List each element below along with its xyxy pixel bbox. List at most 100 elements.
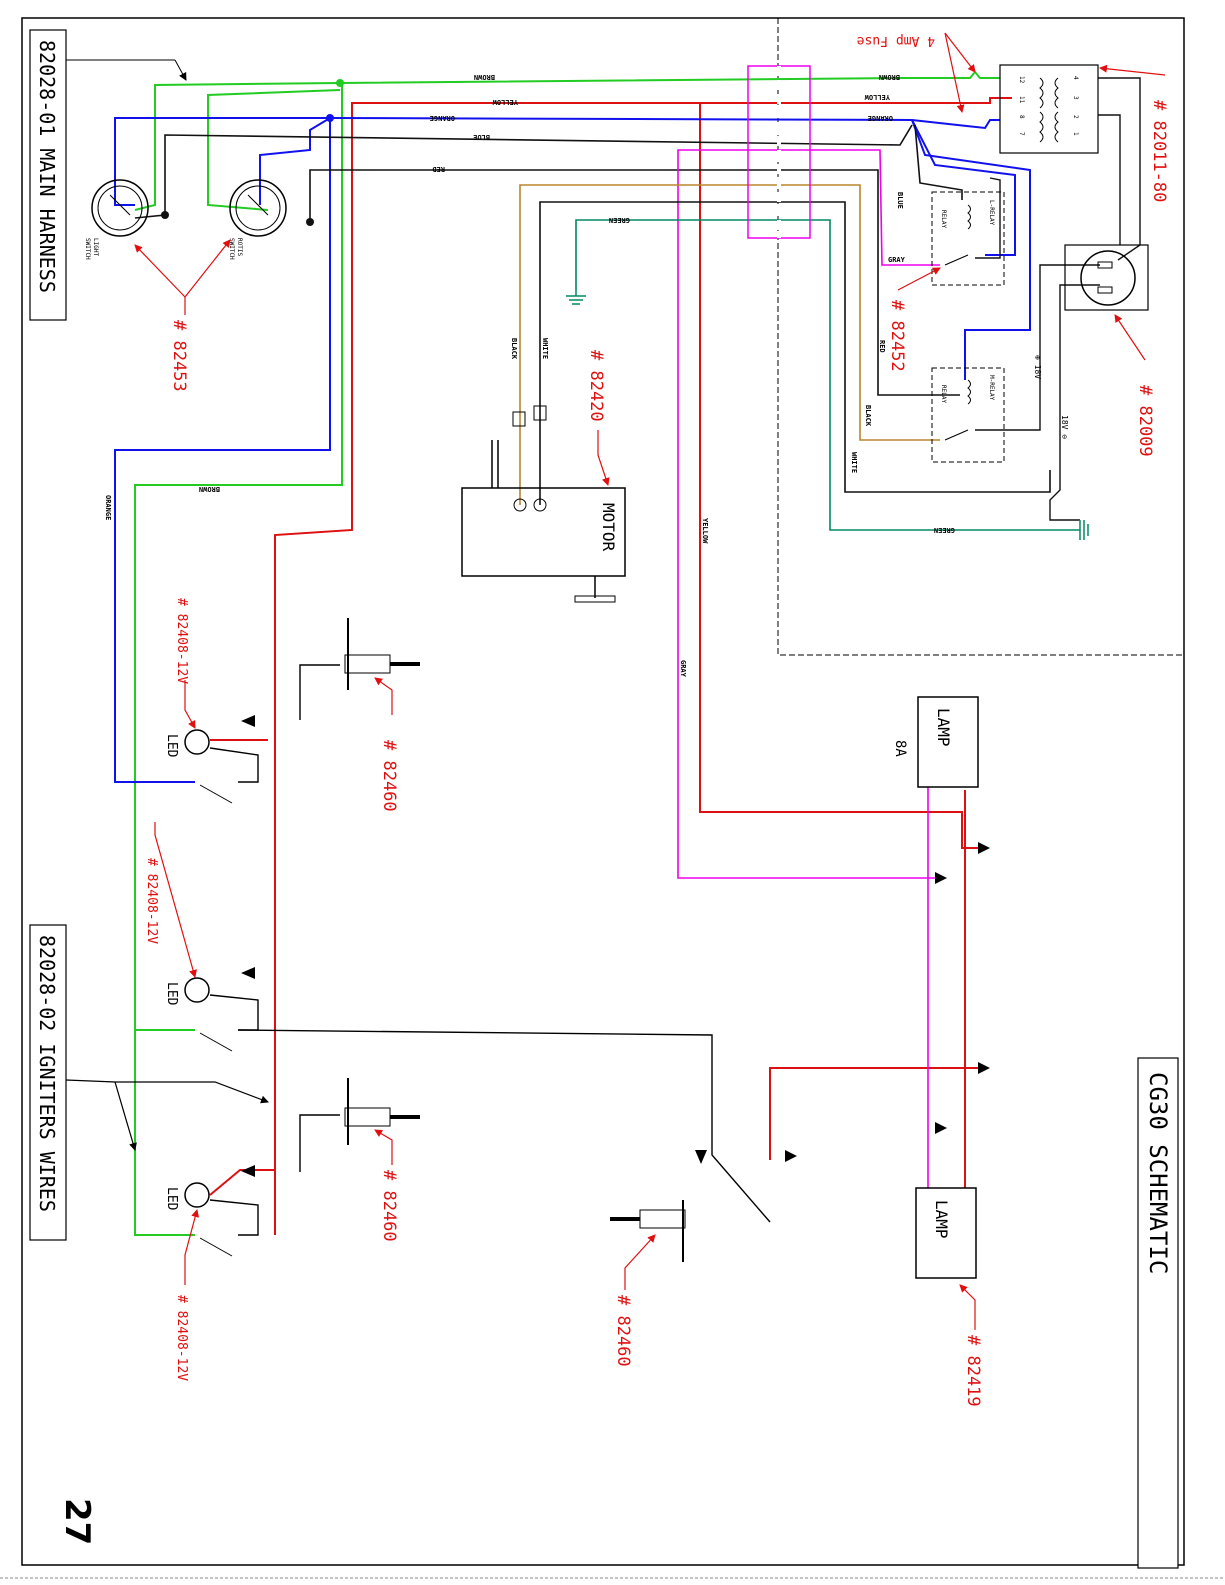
svg-text:RELAY: RELAY (940, 385, 947, 403)
igniters-title: 82028-02 IGNITERS WIRES (35, 935, 59, 1212)
transformer: 12 11 8 7 4 3 2 1 (999, 64, 1099, 154)
motor: MOTOR (461, 405, 626, 603)
label-yellow-2: YELLOW (701, 518, 709, 544)
l-relay: L-RELAY RELAY (931, 191, 1005, 286)
wire-brown (134, 70, 1000, 211)
wire-green-ground (575, 219, 1080, 531)
wire-yellow-lamp (699, 103, 978, 849)
svg-text:LIGHT: LIGHT (92, 238, 99, 256)
label-brown-3: BROWN (879, 73, 900, 81)
part-igniter-right: # 82460 (613, 1295, 633, 1367)
main-harness-title-box: 82028-01 MAIN HARNESS (29, 29, 67, 321)
svg-text:2: 2 (1072, 115, 1079, 119)
label-white-2: WHITE (850, 452, 858, 473)
svg-text:1: 1 (1072, 132, 1079, 136)
svg-text:LAMP: LAMP (934, 708, 953, 747)
receptacle (1064, 244, 1149, 311)
wire-red (309, 169, 960, 396)
label-brown-2: BROWN (199, 485, 220, 493)
lamp-connector-arrows (935, 842, 990, 1134)
label-yellow: YELLOW (492, 98, 518, 106)
wire-lamp-red-bottom (769, 1067, 978, 1160)
igniter-pointer-2 (374, 1129, 393, 1165)
fuse-pointer-2 (944, 32, 965, 113)
wire-orange (114, 117, 1000, 206)
wire-orange-relay2 (911, 119, 1016, 256)
label-yellow-3: YELLOW (864, 93, 890, 101)
junction-red (306, 218, 314, 226)
part-igniter-mid: # 82460 (379, 1170, 399, 1242)
wire-orange-rotis (259, 117, 331, 205)
ground-right (1079, 520, 1089, 540)
svg-text:8: 8 (1018, 115, 1025, 119)
led-wiring-1 (209, 747, 259, 783)
transformer-pointer (1099, 64, 1166, 76)
svg-text:11: 11 (1018, 96, 1025, 104)
junction-orange (326, 114, 334, 122)
wire-relay2-out (975, 264, 1100, 431)
ground-left (566, 290, 586, 305)
wire-motor-black (519, 184, 940, 505)
svg-text:7: 7 (1018, 132, 1025, 136)
wire-brown-down (134, 83, 343, 1236)
wire-receptacle-neutral (1049, 284, 1100, 521)
page-number: 27 (57, 1498, 97, 1545)
svg-text:3: 3 (1072, 96, 1079, 100)
igniter-wiring-2 (237, 1029, 771, 1223)
part-transformer: # 82011-80 (1149, 100, 1169, 202)
light-switch: LIGHT SWITCH (84, 179, 149, 260)
igniters-title-box: 82028-02 IGNITERS WIRES (29, 924, 67, 1241)
motor-pointer (597, 430, 610, 486)
label-gray: GRAY (679, 660, 687, 678)
svg-text:LED: LED (164, 982, 179, 1006)
svg-text:12: 12 (1018, 76, 1025, 84)
igniter-pointer-1 (374, 677, 393, 715)
igniter-wiring-3 (299, 1114, 340, 1172)
led-2: LED (164, 977, 233, 1052)
igniter-3 (610, 1200, 686, 1262)
wire-relay1-out (975, 177, 1001, 259)
label-orange-3: ORANGE (868, 114, 893, 122)
plus-18v: ⊕ 18V (1033, 355, 1042, 379)
minus-18v: 18V ⊖ (1060, 415, 1069, 439)
lamp-bottom: LAMP (915, 1187, 977, 1279)
label-green-2: GREEN (934, 526, 955, 534)
svg-text:SWITCH: SWITCH (228, 238, 235, 260)
label-red-2: RED (878, 340, 886, 353)
igniter-2 (344, 1078, 420, 1145)
svg-text:LED: LED (164, 734, 179, 758)
label-white: WHITE (541, 338, 549, 359)
rotis-switch: ROTIS SWITCH (228, 179, 287, 260)
igniter-pointer-3 (624, 1234, 656, 1290)
label-orange: ORANGE (430, 114, 455, 122)
led-wiring-3 (209, 1199, 259, 1236)
svg-text:M-RELAY: M-RELAY (988, 375, 995, 401)
wire-yellow-led3 (209, 1169, 275, 1196)
svg-text:4: 4 (1072, 76, 1079, 80)
page-border (21, 17, 1185, 1566)
svg-text:RELAY: RELAY (940, 210, 947, 228)
igniter-wiring-1 (299, 664, 340, 720)
label-blue-2: BLUE (896, 192, 904, 209)
led-wiring-2 (209, 994, 259, 1031)
led-pointer-2 (154, 822, 197, 978)
part-lamp: # 82419 (963, 1335, 983, 1407)
relay-pointer (897, 267, 941, 291)
label-black: BLACK (510, 338, 518, 360)
part-motor: # 82420 (586, 350, 606, 422)
schematic-title: CG30 SCHEMATIC (1144, 1072, 1172, 1274)
svg-text:L-RELAY: L-RELAY (988, 200, 995, 226)
switch-pointer-1 (134, 244, 186, 298)
part-switches: # 82453 (169, 320, 189, 392)
igniter-leader (65, 1079, 137, 1151)
wire-orange-relay1 (911, 119, 1031, 380)
wire-blue-relay (914, 124, 963, 200)
m-relay: M-RELAY RELAY (931, 367, 1005, 463)
switch-pointer-2 (184, 239, 231, 298)
part-relay: # 82452 (887, 300, 907, 372)
schematic-title-box: CG30 SCHEMATIC (1137, 1057, 1179, 1569)
lamp-rating: 8A (892, 740, 908, 757)
part-led-bottom: # 82408-12V (174, 1295, 189, 1381)
part-led-mid: # 82408-12V (144, 858, 159, 944)
